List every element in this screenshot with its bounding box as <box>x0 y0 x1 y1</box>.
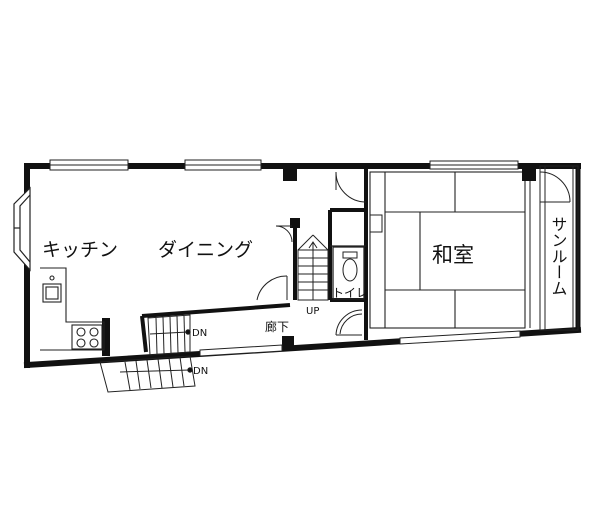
label-hallway: 廊下 <box>265 319 289 334</box>
bay-window <box>13 186 31 272</box>
outer-stairs <box>99 355 196 393</box>
door-swings <box>256 171 383 336</box>
label-dining: ダイニング <box>158 239 253 261</box>
bottom-windows <box>199 330 521 357</box>
toilet-fixture <box>342 251 358 282</box>
label-sunroom: サンルーム <box>549 216 568 296</box>
washitsu-tatami <box>369 171 526 329</box>
label-washitsu: 和室 <box>432 243 474 267</box>
partition-walls <box>140 166 368 353</box>
label-kitchen: キッチン <box>42 239 118 261</box>
label-toilet: トイレ <box>332 286 368 300</box>
label-stairs-dn-outer: DN <box>193 366 208 377</box>
lower-inner-stairs <box>147 314 191 356</box>
top-windows <box>49 159 519 171</box>
inner-stairs <box>297 234 329 301</box>
label-stairs-dn-inner: DN <box>192 328 207 339</box>
thin-partitions <box>330 245 366 300</box>
kitchen-counter <box>40 267 105 351</box>
columns <box>102 168 536 356</box>
label-stairs-up: UP <box>306 306 319 317</box>
